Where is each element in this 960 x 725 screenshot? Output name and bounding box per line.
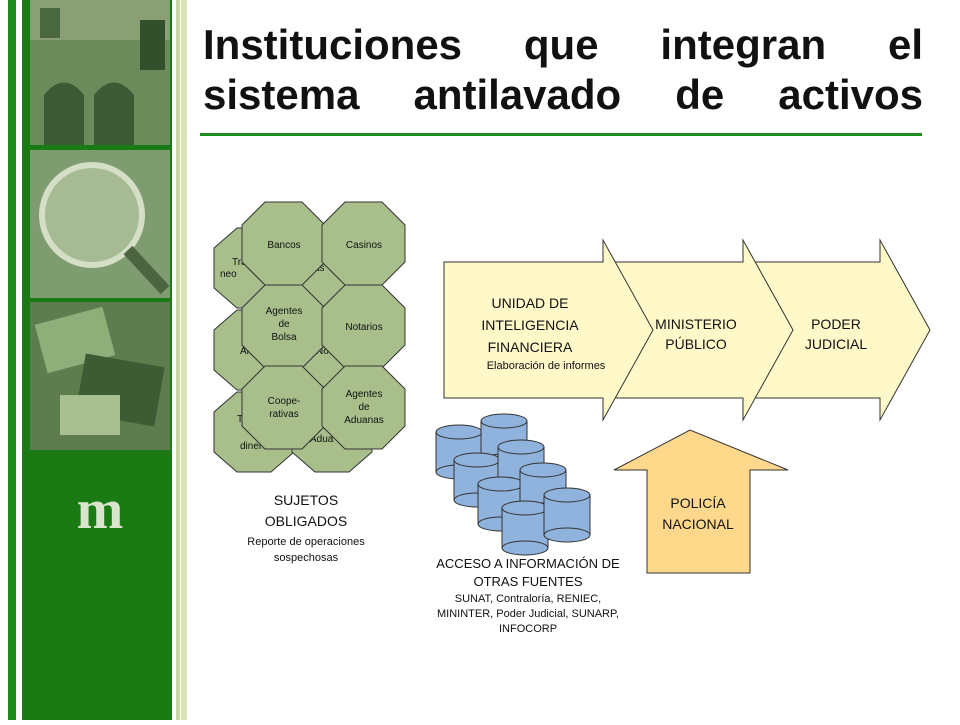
hex-cooperativas-label-1: Coope-: [268, 396, 301, 407]
hex-agentes-aduanas-label-1: Agentes: [346, 389, 383, 400]
title-underline: [200, 133, 922, 136]
databases-group: [435, 413, 591, 556]
hex-agentes-aduanas-label-3: Aduanas: [344, 415, 383, 426]
magnifier-photo: [30, 150, 170, 298]
poder-label-2: JUDICIAL: [805, 336, 867, 352]
hex-agentes-bolsa-label-3: Bolsa: [271, 332, 296, 343]
hex-agentes-aduanas-label-2: de: [358, 402, 370, 413]
hex-back-text-1: Tra: [232, 257, 247, 268]
hex-agentes-bolsa-label-1: Agentes: [266, 306, 303, 317]
hex-back-text-5: Not: [316, 346, 332, 357]
uif-label-3: FINANCIERA: [488, 339, 573, 355]
arrow-ministerio-publico: [597, 238, 794, 422]
reports-photo: [30, 302, 170, 450]
hex-cooperativas: [241, 365, 326, 450]
hex-agentes-aduanas: [321, 365, 406, 450]
acceso-label-2: OTRAS FUENTES: [473, 574, 582, 589]
flow-diagram: Tra neo as Ant Not T dinero Adua Bancos …: [213, 201, 931, 635]
hex-notarios-label: Notarios: [345, 322, 382, 333]
poder-label-1: PODER: [811, 316, 861, 332]
acceso-sublabel-1: SUNAT, Contraloría, RENIEC,: [455, 593, 602, 605]
hex-back-text-8: Adua: [310, 434, 334, 445]
svg-text:m: m: [77, 479, 124, 541]
hex-agentes-bolsa-label-2: de: [278, 319, 290, 330]
ministerio-label-2: PÚBLICO: [665, 336, 727, 352]
hex-back-text-6: T: [237, 414, 243, 425]
sujetos-label-1: SUJETOS: [274, 492, 338, 508]
acceso-sublabel-3: INFOCORP: [499, 623, 557, 635]
arrow-policia-nacional: [613, 429, 789, 574]
uif-label-2: INTELIGENCIA: [481, 317, 579, 333]
hex-back-text-7: dinero: [240, 441, 268, 452]
flow-arrows: [443, 238, 931, 422]
hex-bancos-label: Bancos: [267, 240, 300, 251]
arrow-poder-judicial: [737, 238, 931, 422]
sidebar-decoration: m: [0, 0, 190, 720]
database-icon: [435, 424, 483, 480]
sujetos-label-2: OBLIGADOS: [265, 513, 347, 529]
building-photo: [30, 0, 170, 145]
policia-label-2: NACIONAL: [662, 516, 734, 532]
logo-m: m: [77, 479, 124, 541]
hex-back-text-2: neo: [220, 269, 237, 280]
arrow-uif: [443, 238, 654, 422]
database-icon: [543, 487, 591, 543]
sujetos-obligados-group: Tra neo as Ant Not T dinero Adua Bancos …: [213, 201, 406, 564]
policia-label-1: POLICÍA: [670, 495, 726, 511]
hex-casinos-label: Casinos: [346, 240, 382, 251]
sujetos-sublabel-2: sospechosas: [274, 552, 339, 564]
uif-sublabel: Elaboración de informes: [487, 360, 606, 372]
acceso-sublabel-2: MININTER, Poder Judicial, SUNARP,: [437, 608, 619, 620]
uif-label-1: UNIDAD DE: [491, 295, 568, 311]
ministerio-label-1: MINISTERIO: [655, 316, 737, 332]
hex-back-text-3: as: [314, 263, 325, 274]
sujetos-sublabel-1: Reporte de operaciones: [247, 536, 365, 548]
database-icon: [501, 500, 549, 556]
page-title: Instituciones que integran el sistema an…: [203, 21, 923, 118]
hex-cooperativas-label-2: rativas: [269, 409, 298, 420]
acceso-label-1: ACCESO A INFORMACIÓN DE: [436, 556, 620, 571]
sidebar-graphic: m: [0, 0, 190, 720]
hex-back-text-4: Ant: [240, 346, 255, 357]
